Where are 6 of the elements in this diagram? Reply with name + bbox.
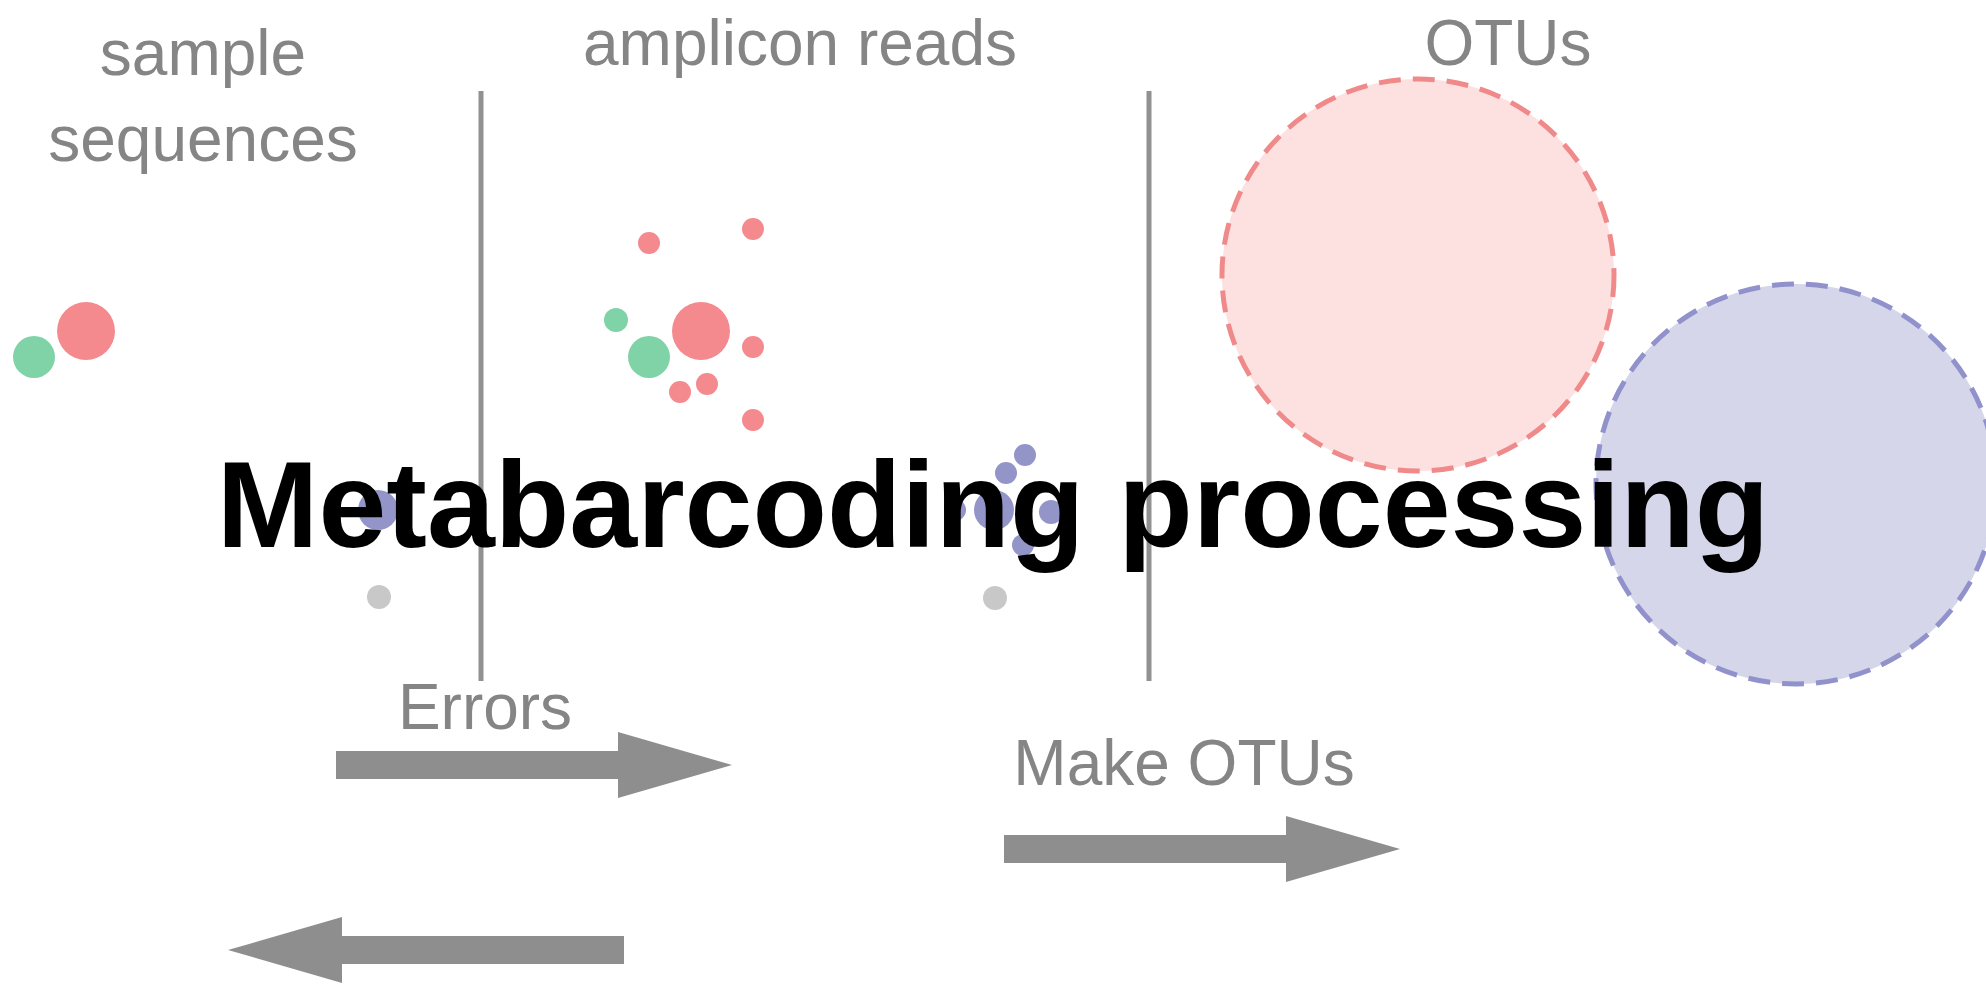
panel-label: sample sequences [47,16,359,178]
title: Metabarcoding processing [216,438,1770,573]
panel-label: Errors [397,670,573,745]
panel-label: OTUs [1424,6,1592,81]
panel-label: amplicon reads [583,6,1017,81]
panel-label: Make OTUs [1013,726,1355,801]
